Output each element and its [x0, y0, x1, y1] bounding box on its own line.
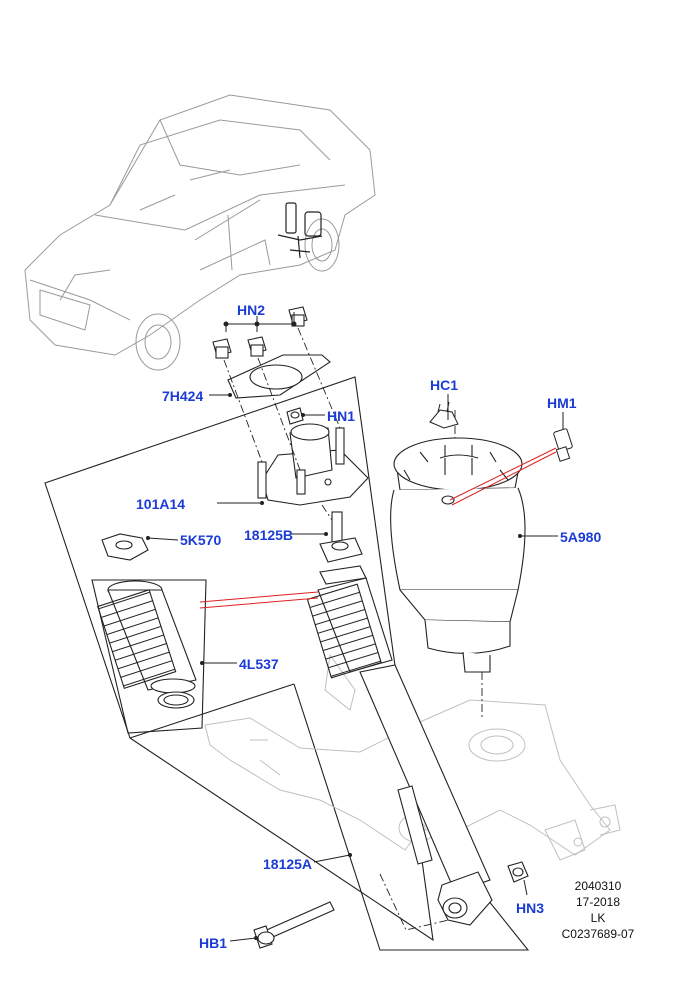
callout-7h424[interactable]: 7H424 — [162, 388, 204, 404]
hb1-bolt — [253, 901, 335, 949]
bump-stop-5k570 — [101, 533, 149, 561]
hn1-nut — [286, 407, 304, 425]
leader-lines — [147, 394, 564, 942]
callout-5a980[interactable]: 5A980 — [560, 529, 602, 545]
callout-hc1[interactable]: HC1 — [430, 377, 459, 393]
hm1-sensor — [553, 428, 573, 462]
callout-hb1[interactable]: HB1 — [199, 935, 228, 951]
dust-cover-4l537 — [97, 580, 197, 709]
ref-line-4: C0237689-07 — [561, 927, 635, 941]
callout-101a14[interactable]: 101A14 — [136, 496, 186, 512]
callout-hn2[interactable]: HN2 — [237, 302, 266, 318]
gasket-7h424 — [227, 354, 331, 399]
ref-line-3: LK — [590, 911, 606, 925]
callout-hn3[interactable]: HN3 — [516, 900, 545, 916]
assembly-lines — [223, 327, 566, 936]
callout-18125a[interactable]: 18125A — [263, 856, 313, 872]
red-connectors — [199, 447, 557, 609]
callout-4l537[interactable]: 4L537 — [239, 656, 279, 672]
leader-dots — [146, 393, 522, 940]
air-spring-5a980 — [390, 437, 526, 673]
ref-line-1: 2040310 — [574, 879, 622, 893]
vehicle-suspension-highlight — [277, 202, 323, 259]
hn2-nuts — [212, 306, 308, 359]
callout-hn1[interactable]: HN1 — [327, 408, 356, 424]
assembly-outline — [44, 376, 530, 951]
hc1-clip — [429, 401, 459, 429]
hn2-bracket — [223, 312, 297, 332]
reference-block: 2040310 17-2018 LK C0237689-07 — [548, 878, 648, 942]
hn3-nut — [507, 861, 529, 883]
ref-line-2: 17-2018 — [575, 895, 621, 909]
damper-assembly — [306, 511, 493, 926]
top-mount-101a14 — [257, 423, 369, 506]
callout-5k570[interactable]: 5K570 — [180, 532, 222, 548]
callout-hm1[interactable]: HM1 — [547, 395, 577, 411]
vehicle-illustration — [24, 94, 376, 371]
callout-18125b[interactable]: 18125B — [244, 527, 294, 543]
